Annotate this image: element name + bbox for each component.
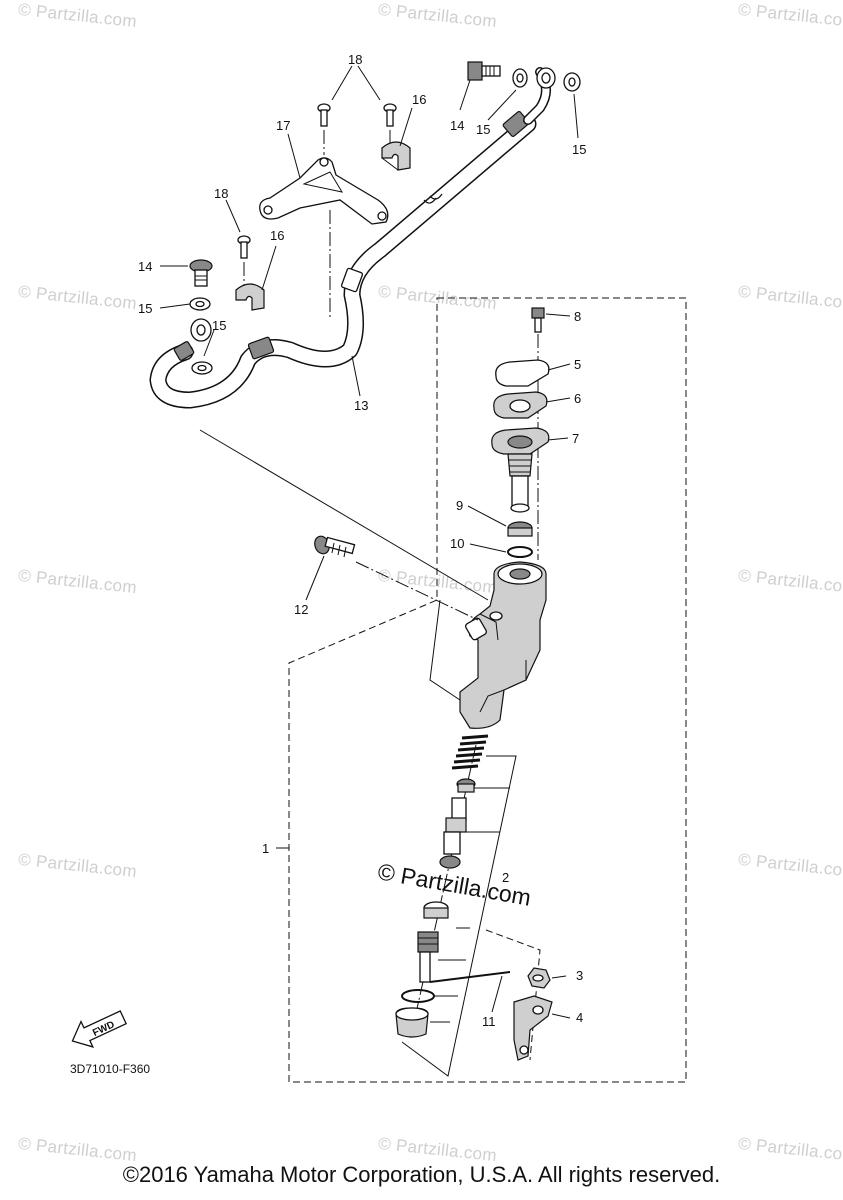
callout-number: 15 bbox=[212, 318, 226, 333]
master-cylinder-body[interactable] bbox=[459, 561, 547, 729]
bracket-hole bbox=[319, 157, 329, 167]
callout-number: 18 bbox=[348, 52, 362, 67]
screw[interactable] bbox=[383, 103, 397, 127]
callout-leader bbox=[287, 133, 301, 179]
union-bolt[interactable] bbox=[467, 61, 501, 81]
callout-leader bbox=[203, 329, 215, 357]
clevis[interactable] bbox=[513, 995, 553, 1061]
callout-leader bbox=[551, 975, 567, 979]
fwd-arrow-icon: FWD bbox=[71, 1010, 128, 1048]
snap-ring[interactable] bbox=[401, 989, 435, 1003]
callout-leader bbox=[545, 313, 571, 317]
cotter-pin[interactable] bbox=[429, 971, 511, 983]
cap-plate-hole bbox=[509, 399, 531, 413]
callout-leader bbox=[159, 303, 191, 309]
callout-leader bbox=[261, 245, 277, 291]
callout-leader bbox=[491, 975, 503, 1013]
callout-number: 16 bbox=[270, 228, 284, 243]
callout-leader bbox=[331, 65, 381, 101]
center-line bbox=[355, 561, 479, 621]
union-bolt[interactable] bbox=[189, 259, 213, 287]
callout-number: 10 bbox=[450, 536, 464, 551]
hose-clamp[interactable] bbox=[381, 141, 411, 171]
piston-spring[interactable] bbox=[451, 734, 489, 770]
callout-leader bbox=[467, 505, 507, 527]
callout-leader bbox=[305, 555, 325, 601]
callout-number: 18 bbox=[214, 186, 228, 201]
callout-leader bbox=[545, 397, 571, 403]
callout-number: 1 bbox=[262, 841, 269, 856]
callout-leader bbox=[351, 355, 361, 397]
washer-hole bbox=[195, 300, 205, 308]
washer-hole bbox=[516, 73, 524, 83]
callout-number: 14 bbox=[450, 118, 464, 133]
callout-leader bbox=[551, 1013, 571, 1019]
nut[interactable] bbox=[527, 967, 551, 989]
spring-seat[interactable] bbox=[456, 778, 476, 793]
callout-number: 17 bbox=[276, 118, 290, 133]
callout-leader bbox=[399, 107, 413, 147]
callout-leader bbox=[225, 199, 241, 233]
screw[interactable] bbox=[317, 103, 331, 127]
hose-bracket[interactable] bbox=[259, 157, 389, 225]
callout-leader bbox=[487, 89, 517, 121]
cap-screw[interactable] bbox=[531, 307, 545, 333]
callout-number: 15 bbox=[476, 122, 490, 137]
callout-leader bbox=[573, 93, 579, 139]
piston-rod[interactable] bbox=[439, 797, 467, 869]
diaphragm-bellows bbox=[507, 453, 533, 513]
bracket-hole bbox=[377, 211, 387, 221]
callout-number: 7 bbox=[572, 431, 579, 446]
hose-route-line bbox=[199, 429, 489, 601]
callout-number: 12 bbox=[294, 602, 308, 617]
washer-hole bbox=[197, 364, 207, 372]
assembly-boundary bbox=[288, 297, 687, 1083]
callout-number: 11 bbox=[482, 1014, 496, 1029]
callout-number: 6 bbox=[574, 391, 581, 406]
callout-number: 3 bbox=[576, 968, 583, 983]
reservoir-cap[interactable] bbox=[495, 359, 550, 387]
oil-seal[interactable] bbox=[507, 521, 533, 537]
callout-number: 15 bbox=[138, 301, 152, 316]
callout-leader bbox=[547, 363, 571, 371]
callout-number: 13 bbox=[354, 398, 368, 413]
assembly-leader bbox=[429, 599, 461, 701]
mounting-bolt[interactable] bbox=[312, 534, 356, 558]
callout-number: 16 bbox=[412, 92, 426, 107]
circlip[interactable] bbox=[507, 546, 533, 558]
kit-item-leaders bbox=[430, 787, 510, 1023]
diaphragm-hole bbox=[507, 435, 533, 449]
piston-cup[interactable] bbox=[423, 901, 449, 919]
callout-leader bbox=[469, 543, 507, 553]
brake-hose[interactable] bbox=[149, 67, 556, 409]
callout-number: 4 bbox=[576, 1010, 583, 1025]
callout-number: 5 bbox=[574, 357, 581, 372]
callout-number: 14 bbox=[138, 259, 152, 274]
dust-boot[interactable] bbox=[395, 1007, 429, 1038]
hose-clamp[interactable] bbox=[235, 283, 265, 311]
kit-bracket-leader bbox=[401, 755, 517, 1077]
callout-number: 15 bbox=[572, 142, 586, 157]
bracket-cutout bbox=[302, 171, 344, 193]
washer-hole bbox=[568, 77, 576, 87]
diagram-code: 3D71010-F360 bbox=[70, 1062, 151, 1076]
callout-number: 9 bbox=[456, 498, 463, 513]
bracket-hole bbox=[263, 205, 273, 215]
callout-number: 2 bbox=[502, 870, 509, 885]
callout-number: 8 bbox=[574, 309, 581, 324]
linkage-dash bbox=[485, 929, 541, 1061]
callout-leader bbox=[459, 79, 471, 111]
push-rod[interactable] bbox=[417, 931, 439, 983]
callout-leader bbox=[547, 437, 569, 441]
screw[interactable] bbox=[237, 235, 251, 259]
copyright-notice: ©2016 Yamaha Motor Corporation, U.S.A. A… bbox=[122, 1162, 721, 1187]
